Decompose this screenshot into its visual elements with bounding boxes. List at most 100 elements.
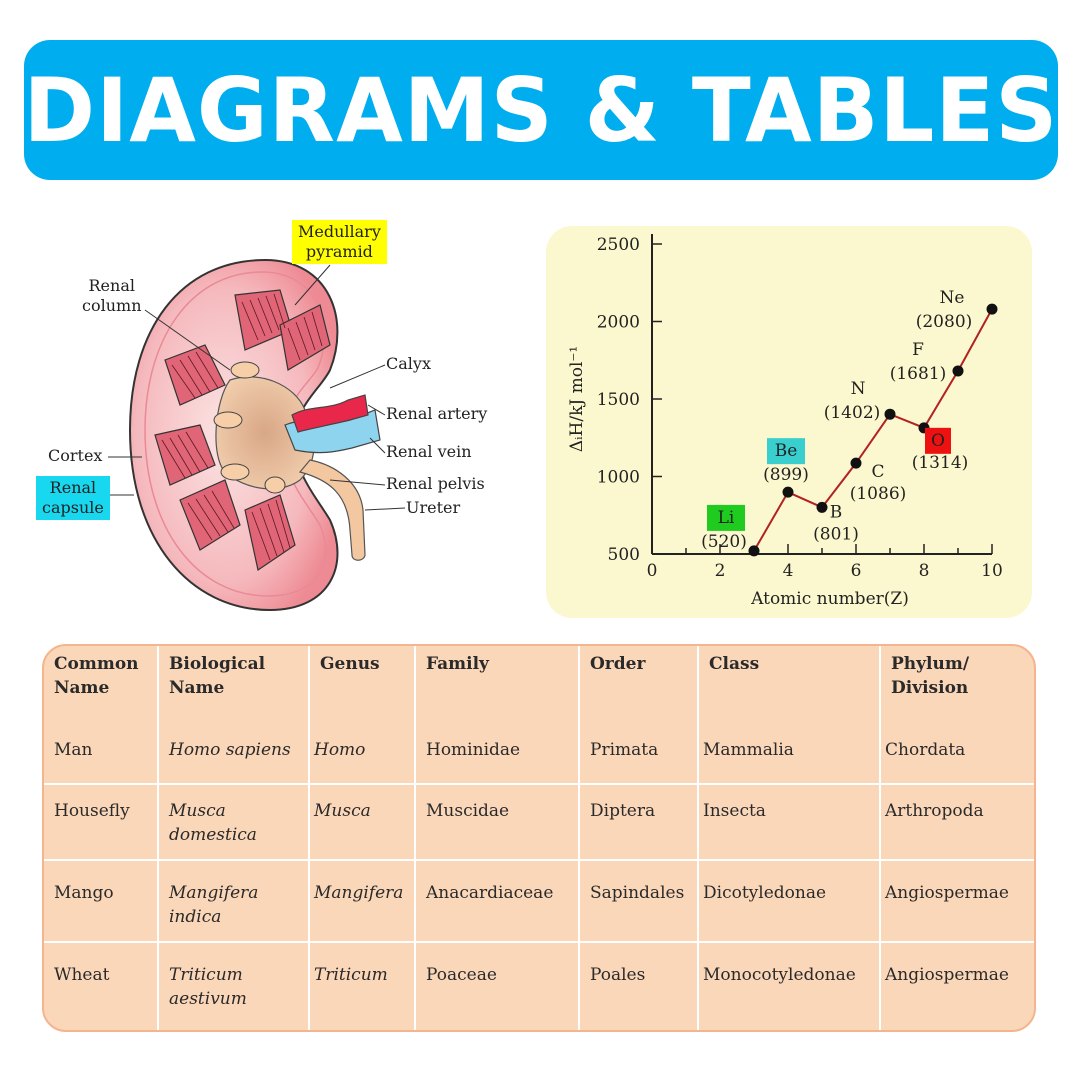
label-renal-column: Renal column: [82, 276, 142, 315]
value-label: (2080): [916, 312, 973, 332]
chart-series: [748, 303, 998, 557]
cell-class: Dicotyledonae: [698, 860, 881, 943]
y-axis-label: ΔᵢH/kJ mol⁻¹: [567, 346, 587, 452]
data-point: [952, 365, 964, 377]
taxonomy-table-panel: Common Name Biological Name Genus Family…: [42, 644, 1036, 1032]
cell-class: Monocotyledonae: [698, 942, 881, 1030]
cell-biological-name: Triticum aestivum: [158, 942, 310, 1030]
cell-family: Hominidae: [415, 714, 580, 785]
y-tick-label: 2500: [597, 235, 640, 255]
cell-order: Poales: [579, 942, 699, 1030]
cell-common-name: Mango: [44, 860, 159, 943]
element-highlight: [925, 427, 951, 454]
y-tick-label: 2000: [597, 313, 640, 333]
cell-biological-name: Homo sapiens: [158, 714, 310, 785]
data-point: [748, 545, 760, 557]
cell-class: Insecta: [698, 784, 881, 861]
value-label: (1681): [890, 364, 947, 384]
x-tick-label: 0: [647, 561, 658, 581]
value-label: (899): [763, 465, 809, 485]
element-label: Li: [718, 508, 735, 528]
cell-genus: Homo: [309, 714, 416, 785]
value-label: (801): [813, 524, 859, 544]
label-cortex: Cortex: [48, 446, 103, 465]
cell-common-name: Housefly: [44, 784, 159, 861]
x-tick-label: 6: [851, 561, 862, 581]
data-point: [782, 486, 794, 498]
data-point: [986, 303, 998, 315]
series-line: [753, 308, 993, 552]
cell-common-name: Man: [44, 714, 159, 785]
ureter-shape: [298, 459, 366, 561]
cell-class: Mammalia: [698, 714, 881, 785]
cell-biological-name: Musca domestica: [158, 784, 310, 861]
y-tick-label: 500: [608, 545, 640, 565]
data-point: [850, 457, 862, 469]
label-ureter: Ureter: [406, 498, 461, 517]
cell-phylum: Arthropoda: [880, 784, 1034, 861]
cell-phylum: Angiospermae: [880, 860, 1034, 943]
label-renal-artery: Renal artery: [386, 404, 488, 423]
element-label: N: [851, 379, 866, 399]
cell-order: Diptera: [579, 784, 699, 861]
cell-family: Anacardiaceae: [415, 860, 580, 943]
renal-pelvis-shape: [215, 376, 315, 490]
taxonomy-table: Common Name Biological Name Genus Family…: [44, 646, 1034, 1030]
cell-genus: Mangifera: [309, 860, 416, 943]
element-label: O: [931, 431, 945, 451]
cell-genus: Musca: [309, 784, 416, 861]
element-label: Ne: [940, 288, 965, 308]
x-tick-label: 2: [715, 561, 726, 581]
x-tick-label: 10: [981, 561, 1003, 581]
header-cell: Family: [415, 646, 580, 714]
cell-order: Primata: [579, 714, 699, 785]
table-row: Man Homo sapiens Homo Hominidae Primata …: [44, 714, 1034, 785]
y-tick-label: 1500: [597, 390, 640, 410]
label-renal-capsule: Renal capsule: [36, 476, 110, 520]
value-label: (520): [701, 532, 747, 552]
x-tick-label: 4: [783, 561, 794, 581]
cell-phylum: Angiospermae: [885, 965, 1009, 985]
value-label: (1402): [824, 403, 881, 423]
cell-biological-name: Mangifera indica: [158, 860, 310, 943]
cell-family: Muscidae: [415, 784, 580, 861]
element-label: F: [912, 340, 924, 360]
cell-common-name: Wheat: [44, 942, 159, 1030]
data-point: [884, 408, 896, 420]
label-renal-pelvis: Renal pelvis: [386, 474, 485, 493]
label-renal-vein: Renal vein: [386, 442, 472, 461]
cell-order: Sapindales: [579, 860, 699, 943]
label-medullary-pyramid: Medullary pyramid: [292, 220, 387, 264]
title-banner: DIAGRAMS & TABLES: [24, 40, 1058, 180]
renal-artery-shape: [291, 394, 369, 433]
x-tick-label: 8: [919, 561, 930, 581]
header-cell: Class: [698, 646, 881, 714]
element-highlight: [767, 438, 805, 465]
banner-title: DIAGRAMS & TABLES: [23, 58, 1059, 162]
table-row: Wheat Triticum aestivum Triticum Poaceae…: [44, 942, 1034, 1030]
cell-genus: Triticum: [309, 942, 416, 1030]
kidney-diagram: Medullary pyramid Renal column Calyx Ren…: [30, 210, 530, 620]
cell-family: Poaceae: [415, 942, 580, 1030]
chart-annotations: Li (520) Be (899) B(801) C(1086) N (1402) O(1314…: [701, 288, 972, 552]
header-cell: Common Name: [44, 646, 159, 714]
table-header-row: Common Name Biological Name Genus Family…: [44, 646, 1034, 714]
data-point: [816, 501, 828, 513]
element-label: C: [871, 462, 884, 482]
cell-phylum: Chordata: [880, 714, 1034, 785]
kidney-illustration: [108, 258, 406, 612]
y-tick-label: 1000: [597, 468, 640, 488]
element-label: B: [830, 502, 843, 522]
element-highlight: [707, 504, 745, 531]
table-row: Housefly Musca domestica Musca Muscidae …: [44, 784, 1034, 861]
table-row: Mango Mangifera indica Mangifera Anacard…: [44, 860, 1034, 943]
header-cell: Phylum/ Division: [891, 654, 970, 698]
x-axis-label: Atomic number(Z): [750, 589, 909, 609]
element-label: Be: [775, 441, 798, 461]
header-cell: Genus: [309, 646, 416, 714]
value-label: (1086): [850, 484, 907, 504]
value-label: (1314): [912, 453, 969, 473]
